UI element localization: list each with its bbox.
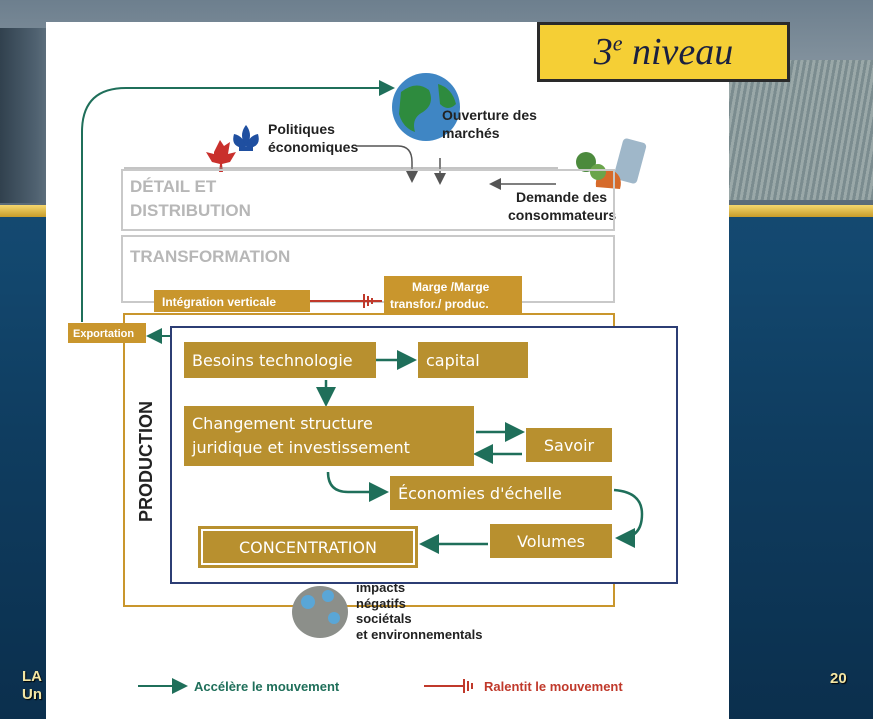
- maple-leaf-icon: [206, 140, 236, 172]
- changement-line-2: juridique et investissement: [192, 438, 410, 457]
- capital-box: capital: [418, 342, 528, 378]
- politiques-label-1: Politiques: [268, 121, 335, 137]
- page-number: 20: [830, 670, 847, 687]
- legend-accelere: Accélère le mouvement: [194, 679, 340, 694]
- changement-box: Changement structure juridique et invest…: [184, 406, 474, 466]
- exportation-label: Exportation: [73, 328, 134, 340]
- level-badge: 3e niveau: [537, 22, 790, 82]
- changement-line-1: Changement structure: [192, 414, 373, 433]
- detail-label-2: DISTRIBUTION: [130, 201, 251, 220]
- fleur-de-lys-icon: [233, 125, 259, 151]
- impacts-label-2: négatifs: [356, 596, 406, 611]
- concentration-box: CONCENTRATION: [198, 526, 418, 568]
- volumes-box: Volumes: [490, 524, 612, 558]
- footer-left: LA Un: [22, 668, 42, 704]
- politiques-label-2: économiques: [268, 139, 358, 155]
- economies-box: Économies d'échelle: [390, 476, 612, 510]
- concentration-label: CONCENTRATION: [201, 529, 415, 565]
- detail-label-1: DÉTAIL ET: [130, 177, 217, 196]
- demande-label-1: Demande des: [516, 189, 607, 205]
- footer-line-2: Un: [22, 686, 42, 703]
- demande-label-2: consommateurs: [508, 207, 616, 223]
- transformation-label: TRANSFORMATION: [130, 247, 290, 266]
- savoir-box: Savoir: [526, 428, 612, 462]
- level-title: 3e niveau: [593, 30, 734, 73]
- groceries-icon: [576, 138, 647, 189]
- footer-line-1: LA: [22, 668, 42, 685]
- integration-label: Intégration verticale: [162, 295, 276, 309]
- globe-icon: [392, 73, 460, 141]
- overlay-arrows: [316, 350, 644, 554]
- impacts-label-4: et environnementals: [356, 627, 482, 642]
- pollution-icon: [292, 586, 348, 638]
- diagram-svg: Politiques économiques Ouverture des mar…: [68, 73, 647, 694]
- marge-label-1: Marge /Marge: [412, 280, 490, 294]
- ouverture-label-2: marchés: [442, 125, 500, 141]
- legend-ralentit: Ralentit le mouvement: [484, 679, 623, 694]
- ouverture-label-1: Ouverture des: [442, 107, 537, 123]
- besoins-box: Besoins technologie: [184, 342, 376, 378]
- marge-label-2: transfor./ produc.: [390, 297, 489, 311]
- impacts-label-3: sociétals: [356, 611, 412, 626]
- production-label: PRODUCTION: [136, 401, 156, 522]
- concentration-overlay: Besoins technologie capital Changement s…: [170, 326, 678, 584]
